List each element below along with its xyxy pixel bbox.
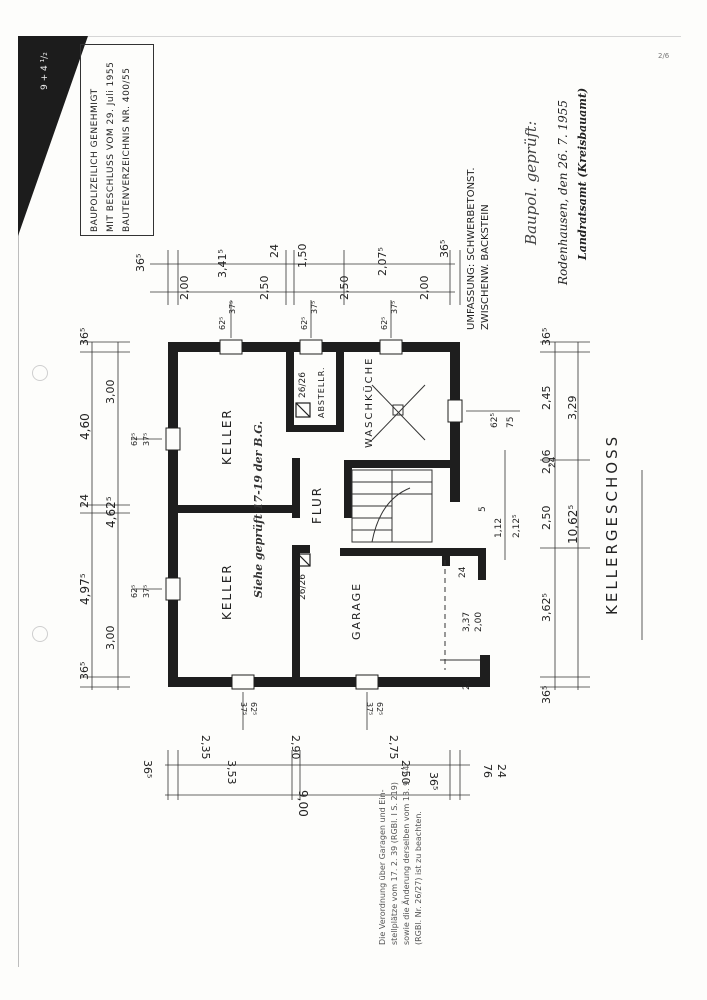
construction-note-2: ZWISCHENW. BACKSTEIN (480, 204, 491, 330)
vertical-note: Siehe geprüft 17-19 der B.G. (252, 420, 265, 598)
dim-window-6: 37⁵ (390, 300, 399, 314)
dim-left-window-3: 62⁵ (130, 584, 139, 598)
dim-left-3: 3,00 (104, 379, 117, 405)
dim-left-8: 36⁵ (78, 661, 91, 680)
dim-left-6: 4,97⁵ (78, 573, 92, 605)
dim-right-misc-3: 24 (548, 456, 558, 468)
footnote-line-1: Die Verordnung über Garagen und Ein- (378, 789, 387, 946)
approval-office: Landratsamt (Kreisbauamt) (576, 87, 589, 260)
dim-right-misc-2: 75 (506, 416, 516, 428)
room-waschkueche: WASCHKÜCHE (364, 356, 375, 448)
footnote-line-3: sowie die Änderung derselben vom 13. 9. … (402, 765, 411, 945)
dim-window-1: 62⁵ (218, 316, 227, 330)
dim-right-misc-4: 5 (478, 506, 488, 512)
dim-bottom-8: 24 (495, 764, 508, 778)
dim-right-misc-5: 1,12 (494, 517, 504, 538)
dim-window-2: 37⁵ (228, 300, 237, 314)
plan-title: KELLERGESCHOSS (603, 433, 621, 615)
dim-right-misc-8: 24 (462, 678, 472, 690)
dim-top-5: 2,07⁵ (376, 247, 389, 276)
punch-hole-bottom (32, 626, 48, 642)
construction-note-1: UMFASSUNG: SCHWERBETONST. (466, 167, 477, 330)
dim-bottom-4: 2,90 (289, 735, 302, 760)
dim-top2-2: 2,50 (258, 275, 271, 301)
scan-border (18, 36, 681, 967)
dim-left-window-4: 37⁵ (142, 584, 151, 598)
dim-bottom-3: 3,53 (225, 760, 238, 785)
room-flur: FLUR (310, 485, 324, 524)
dim-right-5: 2,50 (540, 505, 553, 531)
dim-right-1: 36⁵ (540, 327, 553, 346)
dim-right-7: 3,62⁵ (540, 593, 553, 622)
dim-right-6: 10,62⁵ (566, 504, 580, 544)
dim-garage-2: 2,00 (474, 611, 484, 632)
dim-left-7: 3,00 (104, 625, 117, 651)
chimney-label-top: 26/26 (298, 372, 308, 398)
dim-top-2: 3,41⁵ (216, 249, 229, 278)
room-garage: GARAGE (350, 581, 363, 640)
dim-bottom-window-4: 62⁵ (375, 702, 384, 716)
footnote-line-2: stellplätze vom 17. 2. 39 (RGBl. I S. 21… (390, 782, 399, 945)
dim-left-window-1: 62⁵ (130, 432, 139, 446)
dim-top-3: 24 (268, 244, 281, 258)
dim-window-4: 37⁵ (310, 300, 319, 314)
dim-left-2: 4,60 (78, 413, 92, 440)
approval-title: Baupol. geprüft: (522, 120, 540, 245)
stamp-line-3: BAUTENVERZEICHNIS NR. 400/55 (122, 67, 132, 233)
dim-bottom-window-2: 62⁵ (249, 702, 258, 716)
dim-left-5: 4,62⁵ (104, 496, 118, 528)
dim-bottom-2: 2,35 (199, 735, 212, 760)
dim-right-misc-1: 62⁵ (490, 412, 500, 428)
dim-bottom-5: 2,75 (387, 735, 400, 760)
dim-right-2: 2,45 (540, 385, 553, 411)
dim-bottom-total: 9,00 (296, 790, 310, 817)
stamp-line-2: MIT BESCHLUSS VOM 29. Juli 1955 (106, 61, 116, 232)
room-abstellraum: ABSTELLR. (317, 366, 326, 418)
dim-top-4: 1,50 (296, 243, 309, 269)
room-keller-top: KELLER (220, 408, 234, 465)
dim-garage-1: 3,37 (462, 611, 472, 632)
room-keller-bottom: KELLER (220, 563, 234, 620)
dim-right-misc-7: 24 (458, 566, 468, 578)
dim-bottom-9: 76 (481, 764, 494, 778)
stamp-line-1: BAUPOLIZEILICH GENEHMIGT (90, 88, 100, 232)
dim-right-misc-6: 2,12⁵ (512, 514, 522, 538)
approval-place-date: Rodenhausen, den 26. 7. 1955 (556, 99, 570, 285)
dim-right-3: 3,29 (566, 395, 579, 421)
dim-bottom-7: 36⁵ (427, 772, 440, 791)
dim-top-6: 36⁵ (438, 239, 451, 258)
chimney-label-bottom: 26/26 (298, 574, 308, 600)
dim-left-1: 36⁵ (78, 327, 91, 346)
dim-top-1: 36⁵ (134, 253, 147, 272)
dim-right-8: 36⁵ (540, 685, 553, 704)
dim-top2-4: 2,00 (418, 275, 431, 301)
page-mark: 2/6 (658, 52, 670, 60)
scan-corner-shadow (18, 36, 88, 236)
dim-top2-1: 2,00 (178, 275, 191, 301)
footnote-line-4: (RGBl. Nr. 26/27) ist zu beachten. (414, 811, 423, 945)
punch-hole-top (32, 365, 48, 381)
dim-top2-3: 2,50 (338, 275, 351, 301)
dim-bottom-window-1: 37⁵ (239, 702, 248, 716)
dim-window-3: 62⁵ (300, 316, 309, 330)
dim-window-5: 62⁵ (380, 316, 389, 330)
approval-stamp (80, 44, 154, 236)
dim-bottom-1: 36⁵ (141, 760, 154, 779)
dim-left-4: 24 (78, 494, 91, 508)
dim-left-window-2: 37⁵ (142, 432, 151, 446)
dim-bottom-window-3: 37⁵ (365, 702, 374, 716)
